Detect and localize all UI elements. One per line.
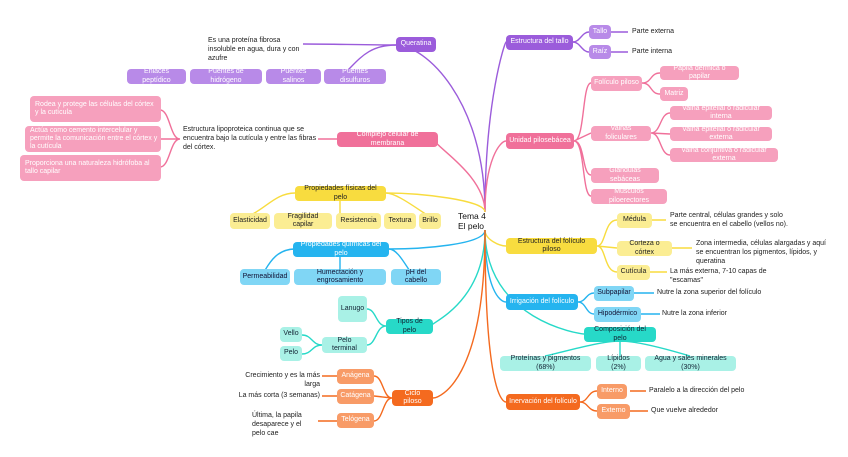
link-center-inervacion	[484, 229, 507, 403]
composicion-item-2[interactable]: Lípidos (2%)	[596, 355, 641, 371]
tipos-node[interactable]: Tipos de pelo	[386, 318, 433, 334]
link-center-ciclo	[432, 229, 486, 399]
link-tallo-raiz	[572, 41, 590, 53]
complejo-function-1[interactable]: Rodea y protege las células del córtex y…	[30, 96, 161, 122]
tallo-part-tallo[interactable]: Tallo	[589, 25, 611, 39]
inervacion-externo-desc: Que vuelve alrededor	[651, 407, 718, 414]
quimicas-item-2[interactable]: Humectación y engrosamiento	[294, 269, 386, 285]
central-topic[interactable]: Tema 4 El pelo	[458, 211, 492, 234]
unidad-node[interactable]: Unidad pilosebácea	[506, 133, 574, 149]
queratina-bond-3[interactable]: Puentes salinos	[266, 68, 321, 84]
irrigacion-subpapilar[interactable]: Subpapilar	[594, 286, 634, 301]
unidad-vaina-3[interactable]: Vaina conjuntiva o radicular externa	[670, 147, 778, 162]
complejo-function-2[interactable]: Actúa como cemento intercelular y permit…	[25, 126, 161, 152]
link-center-unidad	[484, 140, 507, 213]
composicion-item-1[interactable]: Proteínas y pigmentos (68%)	[500, 355, 591, 371]
unidad-glandulas[interactable]: Glándulas sebáceas	[591, 167, 659, 183]
quimicas-item-3[interactable]: pH del cabello	[391, 269, 441, 285]
unidad-papila[interactable]: Papila dérmica o papilar	[660, 65, 739, 80]
inervacion-interno[interactable]: Interno	[597, 384, 627, 399]
quimicas-node[interactable]: Propiedades químicas del pelo	[293, 241, 389, 257]
unidad-vaina-2[interactable]: Vaina epitelial o radicular externa	[670, 126, 772, 141]
tipos-vello[interactable]: Vello	[280, 327, 302, 342]
queratina-bond-2[interactable]: Puentes de hidrógeno	[190, 68, 262, 84]
link-queratina-desc	[302, 43, 397, 46]
inervacion-externo[interactable]: Externo	[597, 404, 630, 419]
estructura-corteza[interactable]: Corteza o córtex	[617, 240, 672, 256]
irrigacion-subpapilar-desc: Nutre la zona superior del folículo	[657, 289, 762, 296]
ciclo-node[interactable]: Ciclo piloso	[392, 390, 433, 406]
tallo-desc-interna: Parte interna	[632, 48, 673, 55]
complejo-function-3[interactable]: Proporciona una naturaleza hidrófoba al …	[20, 155, 161, 181]
link-center-tallo	[484, 41, 507, 213]
quimicas-item-1[interactable]: Permeabilidad	[240, 269, 290, 285]
estructura-foliculo-node[interactable]: Estructura del folículo piloso	[506, 238, 597, 254]
ciclo-telogena-desc: Última, la papila desaparece y el pelo c…	[252, 412, 302, 437]
unidad-foliculo[interactable]: Folículo piloso	[591, 76, 642, 91]
tallo-desc-externa: Parte externa	[632, 28, 675, 35]
estructura-corteza-desc: Zona intermedia, células alargadas y aqu…	[696, 240, 826, 265]
fisicas-item-2[interactable]: Fragilidad capilar	[274, 213, 332, 229]
ciclo-telogena[interactable]: Telógena	[337, 413, 374, 428]
ciclo-catagena-desc: La más corta (3 semanas)	[238, 392, 320, 399]
inervacion-node[interactable]: Inervación del folículo	[506, 394, 580, 410]
estructura-cuticula-desc: La más externa, 7-10 capas de "escamas"	[670, 268, 767, 284]
tipos-terminal[interactable]: Pelo terminal	[322, 337, 367, 353]
fisicas-item-3[interactable]: Resistencia	[336, 213, 381, 229]
link-center-fisicas	[385, 192, 486, 213]
ciclo-catagena[interactable]: Catágena	[337, 389, 374, 404]
queratina-bond-4[interactable]: Puentes disulfuros	[324, 68, 386, 84]
irrigacion-node[interactable]: Irrigación del folículo	[506, 294, 578, 310]
composicion-item-3[interactable]: Agua y sales minerales (30%)	[645, 355, 736, 371]
tallo-node[interactable]: Estructura del tallo	[506, 35, 573, 50]
link-tallo-tallo	[572, 31, 590, 43]
link-queratina-bonds	[347, 44, 397, 71]
unidad-vaina-1[interactable]: Vaina epitelial o radicular interna	[670, 105, 772, 120]
irrigacion-hipodermico-desc: Nutre la zona inferior	[662, 310, 727, 317]
unidad-musculos[interactable]: Músculos piloerectores	[591, 188, 667, 204]
complejo-node[interactable]: Complejo celular de membrana	[337, 131, 438, 147]
estructura-medula-desc: Parte central, células grandes y solo se…	[670, 212, 788, 228]
tipos-pelo[interactable]: Pelo	[280, 346, 302, 361]
complejo-description: Estructura lipoproteica continua que se …	[183, 126, 317, 151]
fisicas-item-4[interactable]: Textura	[384, 213, 416, 229]
tipos-lanugo[interactable]: Lanugo	[338, 296, 367, 322]
central-topic-line2: El pelo	[458, 220, 484, 231]
fisicas-item-1[interactable]: Elasticidad	[230, 213, 270, 229]
estructura-cuticula[interactable]: Cutícula	[617, 265, 650, 280]
irrigacion-hipodermico[interactable]: Hipodérmico	[594, 307, 641, 322]
unidad-vainas[interactable]: Vainas foliculares	[591, 125, 651, 141]
inervacion-interno-desc: Paralelo a la dirección del pelo	[649, 387, 745, 394]
ciclo-anagena-desc: Crecimiento y es la más larga	[245, 372, 320, 388]
queratina-description: Es una proteína fibrosa insoluble en agu…	[208, 37, 300, 62]
link-center-queratina	[395, 44, 486, 213]
composicion-node[interactable]: Composición del pelo	[584, 326, 656, 342]
link-center-composicion	[484, 229, 585, 335]
link-center-quimicas	[388, 229, 486, 250]
tallo-part-raiz[interactable]: Raíz	[589, 45, 611, 59]
fisicas-node[interactable]: Propiedades físicas del pelo	[295, 185, 386, 201]
unidad-matriz[interactable]: Matriz	[660, 87, 688, 101]
estructura-medula[interactable]: Médula	[617, 213, 652, 228]
link-center-irrigacion	[484, 229, 507, 303]
ciclo-anagena[interactable]: Anágena	[337, 369, 374, 384]
link-center-complejo	[434, 138, 486, 213]
fisicas-item-5[interactable]: Brillo	[419, 213, 441, 229]
central-topic-line1: Tema 4	[458, 211, 486, 221]
queratina-node[interactable]: Queratina	[396, 37, 436, 52]
queratina-bond-1[interactable]: Enlaces peptídico	[127, 68, 186, 84]
